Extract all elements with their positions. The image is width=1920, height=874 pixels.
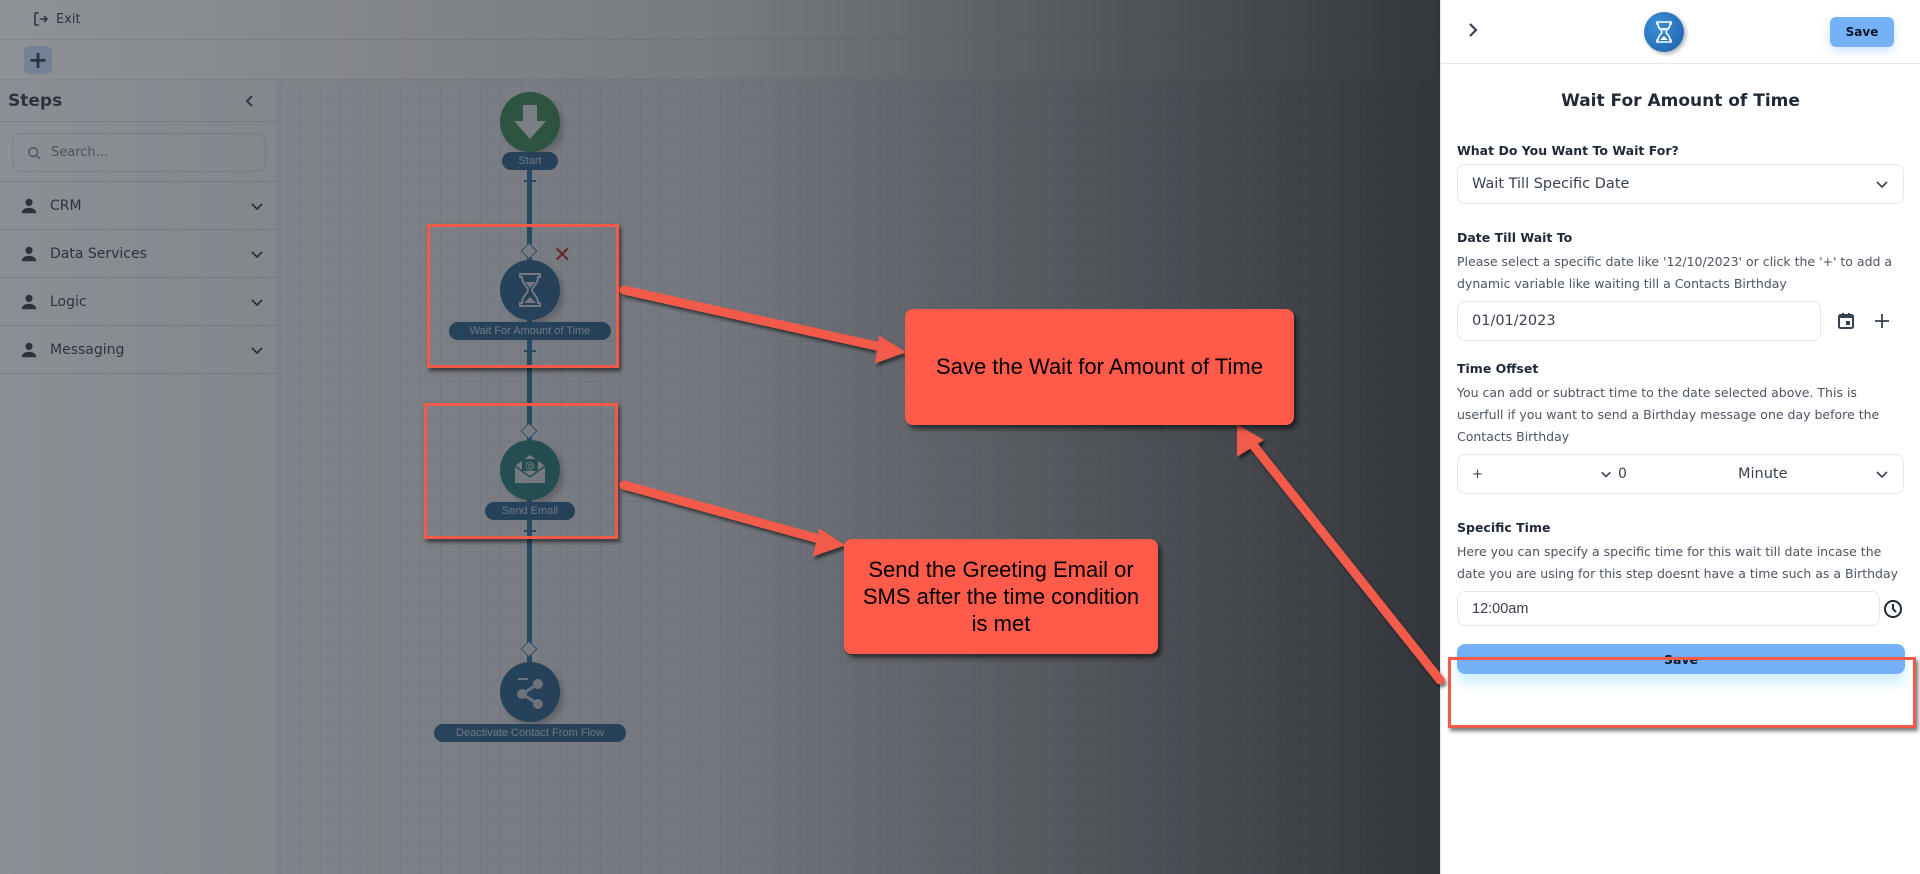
- panel-step-icon: [1644, 12, 1684, 52]
- top-bar: Exit: [0, 0, 1440, 40]
- plus-icon: [1875, 314, 1889, 328]
- chevron-down-icon: [251, 202, 263, 210]
- sidebar-item-messaging[interactable]: Messaging: [0, 326, 278, 374]
- flow-canvas[interactable]: [280, 81, 1440, 874]
- chevron-right-icon[interactable]: [1463, 20, 1483, 40]
- callout-save: Save the Wait for Amount of Time: [905, 309, 1294, 425]
- node-deactivate[interactable]: [500, 662, 560, 722]
- connector-tick: [524, 350, 536, 352]
- date-group: Date Till Wait To Please select a specif…: [1457, 230, 1904, 341]
- chevron-down-icon: [1876, 471, 1888, 479]
- search-input[interactable]: [51, 145, 251, 160]
- node-label-wait[interactable]: Wait For Amount of Time: [449, 322, 611, 340]
- search-icon: [28, 146, 41, 159]
- calendar-button[interactable]: [1835, 310, 1857, 332]
- sidebar-item-label: Logic: [50, 293, 87, 310]
- sidebar-item-label: Messaging: [50, 341, 125, 358]
- clock-button[interactable]: [1882, 598, 1904, 620]
- chevron-down-icon: [251, 250, 263, 258]
- node-label-start[interactable]: Start: [502, 152, 558, 170]
- exit-icon: [34, 12, 49, 26]
- sidebar-item-label: Data Services: [50, 245, 147, 262]
- offset-sign-select[interactable]: +: [1472, 467, 1612, 482]
- add-step-button[interactable]: +: [24, 46, 52, 74]
- date-label: Date Till Wait To: [1457, 230, 1573, 245]
- panel-title: Wait For Amount of Time: [1561, 91, 1800, 111]
- add-variable-button[interactable]: [1871, 310, 1893, 332]
- connector-tick: [524, 180, 536, 182]
- person-icon: [21, 294, 37, 309]
- chevron-down-icon: [251, 298, 263, 306]
- specific-time-group: Specific Time Here you can specify a spe…: [1457, 520, 1904, 626]
- person-icon: [21, 342, 37, 357]
- save-button[interactable]: Save: [1457, 644, 1905, 674]
- hourglass-icon: [1656, 21, 1672, 43]
- sidebar-search-wrap: [0, 122, 278, 182]
- node-label-send-email[interactable]: Send Email: [485, 502, 575, 520]
- time-input[interactable]: [1457, 591, 1881, 626]
- date-input[interactable]: [1457, 301, 1821, 341]
- person-icon: [21, 246, 37, 261]
- node-label-deactivate[interactable]: Deactivate Contact From Flow: [434, 724, 626, 742]
- chevron-down-icon: [1876, 181, 1888, 189]
- clock-icon: [1884, 599, 1903, 618]
- node-wait[interactable]: [500, 260, 560, 320]
- specific-time-help: Here you can specify a specific time for…: [1457, 544, 1899, 581]
- offset-unit-value: Minute: [1738, 466, 1788, 482]
- chevron-left-icon[interactable]: [244, 94, 256, 108]
- steps-sidebar: Steps CRM Data Services Logic Messagin: [0, 81, 279, 874]
- offset-sign-value: +: [1472, 466, 1483, 482]
- svg-text:@: @: [525, 461, 535, 472]
- sidebar-item-label: CRM: [50, 197, 82, 214]
- sidebar-item-logic[interactable]: Logic: [0, 278, 278, 326]
- chevron-down-icon: [251, 346, 263, 354]
- offset-label: Time Offset: [1457, 361, 1539, 376]
- share-icon: [517, 678, 543, 709]
- offset-unit-select[interactable]: Minute: [1738, 466, 1889, 482]
- offset-help: You can add or subtract time to the date…: [1457, 385, 1880, 444]
- step-settings-panel: Save Wait For Amount of Time What Do You…: [1440, 0, 1920, 874]
- date-help: Please select a specific date like '12/1…: [1457, 254, 1893, 291]
- connector-tick: [524, 530, 536, 532]
- arrow-down-icon: [514, 105, 546, 139]
- sidebar-header: Steps: [0, 81, 278, 122]
- callout-send: Send the Greeting Email or SMS after the…: [844, 539, 1158, 654]
- exit-label: Exit: [56, 11, 81, 27]
- panel-header: Save: [1441, 0, 1920, 64]
- offset-amount-input[interactable]: 0: [1618, 466, 1627, 482]
- email-icon: @: [514, 455, 546, 483]
- save-top-button[interactable]: Save: [1830, 17, 1894, 47]
- sidebar-item-data-services[interactable]: Data Services: [0, 230, 278, 278]
- wait-for-group: What Do You Want To Wait For? Wait Till …: [1457, 143, 1904, 204]
- wait-form: What Do You Want To Wait For? Wait Till …: [1441, 143, 1920, 674]
- wait-for-value: Wait Till Specific Date: [1472, 176, 1630, 192]
- calendar-icon: [1838, 313, 1854, 329]
- node-send-email[interactable]: @: [500, 440, 560, 500]
- offset-control: + 0 Minute: [1457, 454, 1904, 494]
- wait-for-select[interactable]: Wait Till Specific Date: [1457, 164, 1904, 204]
- toolbar: +: [0, 40, 1440, 80]
- hourglass-icon: [519, 273, 541, 307]
- wait-for-label: What Do You Want To Wait For?: [1457, 143, 1679, 158]
- offset-group: Time Offset You can add or subtract time…: [1457, 361, 1904, 494]
- flow-builder: Exit + Steps CRM Data Services Logi: [0, 0, 1440, 874]
- person-icon: [21, 198, 37, 213]
- delete-node-icon[interactable]: ✕: [553, 243, 572, 268]
- specific-time-label: Specific Time: [1457, 520, 1551, 535]
- sidebar-item-crm[interactable]: CRM: [0, 182, 278, 230]
- node-start[interactable]: [500, 92, 560, 152]
- sidebar-search: [12, 133, 266, 172]
- exit-button[interactable]: Exit: [32, 10, 81, 28]
- sidebar-title: Steps: [8, 91, 63, 111]
- chevron-down-icon: [1601, 471, 1611, 478]
